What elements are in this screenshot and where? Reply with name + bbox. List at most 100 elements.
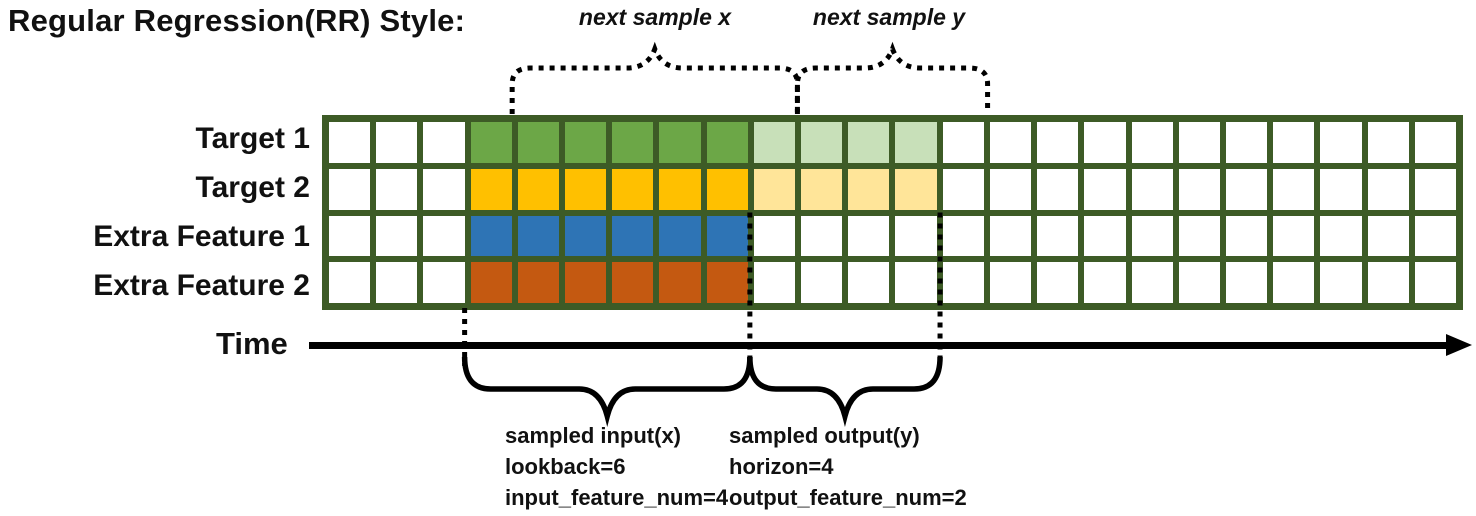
grid-cell — [942, 215, 984, 257]
sampled-input-caption: sampled input(x) lookback=6 input_feature_… — [505, 420, 728, 513]
grid-cell — [1273, 215, 1315, 257]
grid-cell — [612, 122, 654, 163]
grid-cell — [1131, 168, 1173, 210]
grid-cell — [848, 215, 890, 257]
grid-cell — [895, 168, 937, 210]
caption-line: lookback=6 — [505, 454, 626, 479]
grid-cell — [706, 168, 748, 210]
caption-line: sampled output(y) — [729, 423, 920, 448]
grid-cell — [1320, 122, 1362, 163]
grid-cell — [517, 168, 560, 210]
grid-cell — [612, 262, 654, 303]
grid-cell — [517, 262, 560, 303]
grid-cell — [848, 122, 890, 163]
grid-cell — [989, 168, 1032, 210]
grid-cell — [848, 168, 890, 210]
grid-cell — [1367, 168, 1409, 210]
grid-cell — [1037, 262, 1079, 303]
grid-cell — [612, 168, 654, 210]
grid-cell — [376, 122, 418, 163]
time-axis-label: Time — [216, 326, 288, 361]
grid-cell — [1320, 262, 1362, 303]
grid-cell — [565, 122, 607, 163]
grid-cell — [1131, 262, 1173, 303]
grid-cell — [753, 262, 796, 303]
grid-cell — [1225, 122, 1268, 163]
grid-cell — [1273, 168, 1315, 210]
grid-cell — [1414, 262, 1456, 303]
grid-cell — [1367, 262, 1409, 303]
sampled-output-brace — [747, 356, 943, 427]
next-sample-y-brace — [794, 41, 991, 114]
grid-cell — [329, 122, 371, 163]
grid-cell — [470, 215, 512, 257]
grid-cell — [470, 122, 512, 163]
grid-cell — [659, 262, 701, 303]
grid-cell — [1414, 122, 1456, 163]
grid-cell — [1131, 122, 1173, 163]
grid-cell — [848, 262, 890, 303]
grid-cell — [1084, 262, 1126, 303]
grid-cell — [1225, 262, 1268, 303]
grid-cell — [329, 168, 371, 210]
row-label: Target 2 — [195, 171, 310, 205]
grid-cell — [1178, 122, 1220, 163]
grid-cell — [1225, 168, 1268, 210]
grid-cell — [612, 215, 654, 257]
grid-cell — [801, 122, 843, 163]
timeseries-grid — [322, 115, 1463, 310]
diagram-title: Regular Regression(RR) Style: — [8, 3, 466, 38]
grid-cell — [1367, 122, 1409, 163]
grid-cell — [942, 122, 984, 163]
grid-cell — [423, 168, 465, 210]
grid-cell — [1178, 168, 1220, 210]
grid-cell — [895, 262, 937, 303]
grid-cell — [423, 262, 465, 303]
grid-cell — [753, 168, 796, 210]
row-label: Extra Feature 1 — [93, 219, 310, 253]
caption-line: sampled input(x) — [505, 423, 682, 448]
grid-cell — [517, 215, 560, 257]
sampled-input-brace — [461, 356, 753, 427]
grid-cell — [565, 215, 607, 257]
grid-cell — [706, 122, 748, 163]
grid-cell — [329, 215, 371, 257]
grid-cell — [1131, 215, 1173, 257]
caption-line: output_feature_num=2 — [729, 485, 967, 510]
grid-cell — [565, 168, 607, 210]
grid-cell — [423, 215, 465, 257]
grid-cell — [1178, 215, 1220, 257]
grid-cell — [659, 168, 701, 210]
grid-cell — [470, 262, 512, 303]
grid-cell — [565, 262, 607, 303]
grid-cell — [801, 262, 843, 303]
grid-cell — [329, 262, 371, 303]
caption-line: input_feature_num=4 — [505, 485, 729, 510]
next-sample-y-label: next sample y — [812, 4, 966, 30]
row-label: Target 1 — [195, 122, 310, 156]
grid-cell — [659, 122, 701, 163]
grid-cell — [753, 215, 796, 257]
grid-cell — [989, 122, 1032, 163]
row-label: Extra Feature 2 — [93, 268, 310, 302]
grid-cell — [1178, 262, 1220, 303]
grid-cell — [942, 262, 984, 303]
grid-cell — [517, 122, 560, 163]
grid-cell — [1320, 215, 1362, 257]
grid-cell — [1273, 262, 1315, 303]
caption-line: horizon=4 — [729, 454, 834, 479]
sampled-output-caption: sampled output(y) horizon=4 output_feature… — [729, 420, 967, 513]
grid-cell — [895, 215, 937, 257]
grid-cell — [942, 168, 984, 210]
grid-cell — [1273, 122, 1315, 163]
grid-cell — [1037, 122, 1079, 163]
grid-cell — [801, 215, 843, 257]
grid-cell — [1037, 168, 1079, 210]
grid-cell — [1367, 215, 1409, 257]
grid-cell — [423, 122, 465, 163]
grid-cell — [1084, 215, 1126, 257]
grid-cell — [989, 215, 1032, 257]
next-sample-x-brace — [509, 41, 800, 114]
time-axis-line — [309, 342, 1449, 349]
